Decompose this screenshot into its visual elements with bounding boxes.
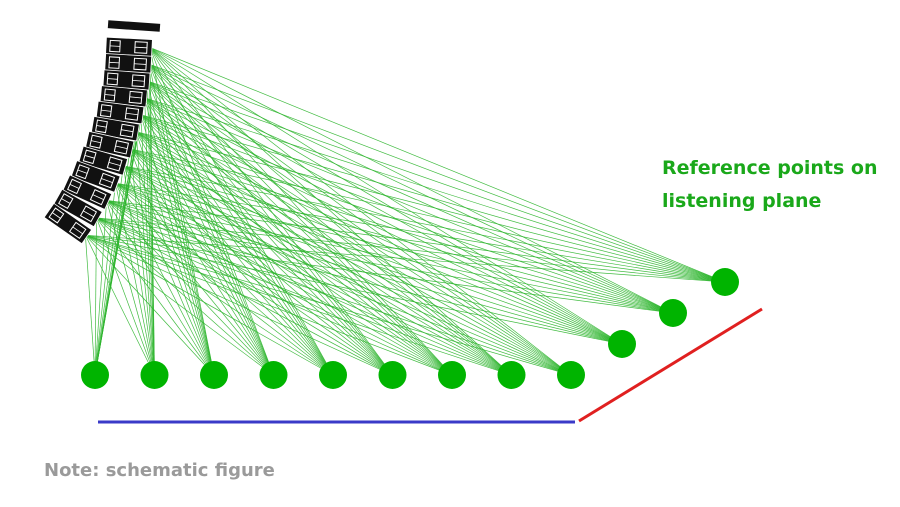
line-array-speaker-icon bbox=[62, 174, 113, 210]
line-array-speaker-icon bbox=[95, 100, 145, 125]
line-array-speaker-icon bbox=[102, 69, 151, 91]
line-array-speaker bbox=[43, 20, 161, 245]
reference-point-icon bbox=[140, 361, 169, 389]
line-array-speaker-icon bbox=[70, 160, 121, 193]
reference-point-icon bbox=[711, 268, 739, 296]
line-array-speaker-icon bbox=[105, 36, 153, 57]
reference-label-line1: Reference points on bbox=[662, 157, 878, 179]
reference-point-icon bbox=[200, 361, 228, 389]
reference-label-line2: listening plane bbox=[662, 190, 822, 212]
line-array-speaker-icon bbox=[84, 130, 135, 159]
reference-point-icon bbox=[438, 361, 466, 389]
reference-point-icon bbox=[497, 361, 526, 389]
reference-points-label: Reference points on listening plane bbox=[662, 152, 892, 218]
raked-plane-line bbox=[578, 307, 763, 423]
reference-point-icon bbox=[259, 361, 288, 389]
rigging-bar bbox=[107, 20, 161, 32]
sound-rays bbox=[85, 47, 726, 376]
line-array-speaker-icon bbox=[43, 202, 93, 245]
reference-point-icon bbox=[378, 361, 407, 389]
line-array-speaker-icon bbox=[53, 188, 103, 228]
schematic-note: Note: schematic figure bbox=[44, 460, 275, 481]
line-array-speaker-icon bbox=[78, 145, 129, 176]
reference-point-icon bbox=[608, 330, 636, 358]
line-array-speaker-icon bbox=[104, 53, 153, 74]
reference-point-icon bbox=[659, 299, 687, 327]
reference-point-icon bbox=[319, 361, 347, 389]
reference-point-icon bbox=[557, 361, 585, 389]
reference-point-icon bbox=[81, 361, 109, 389]
reference-points bbox=[81, 268, 739, 389]
